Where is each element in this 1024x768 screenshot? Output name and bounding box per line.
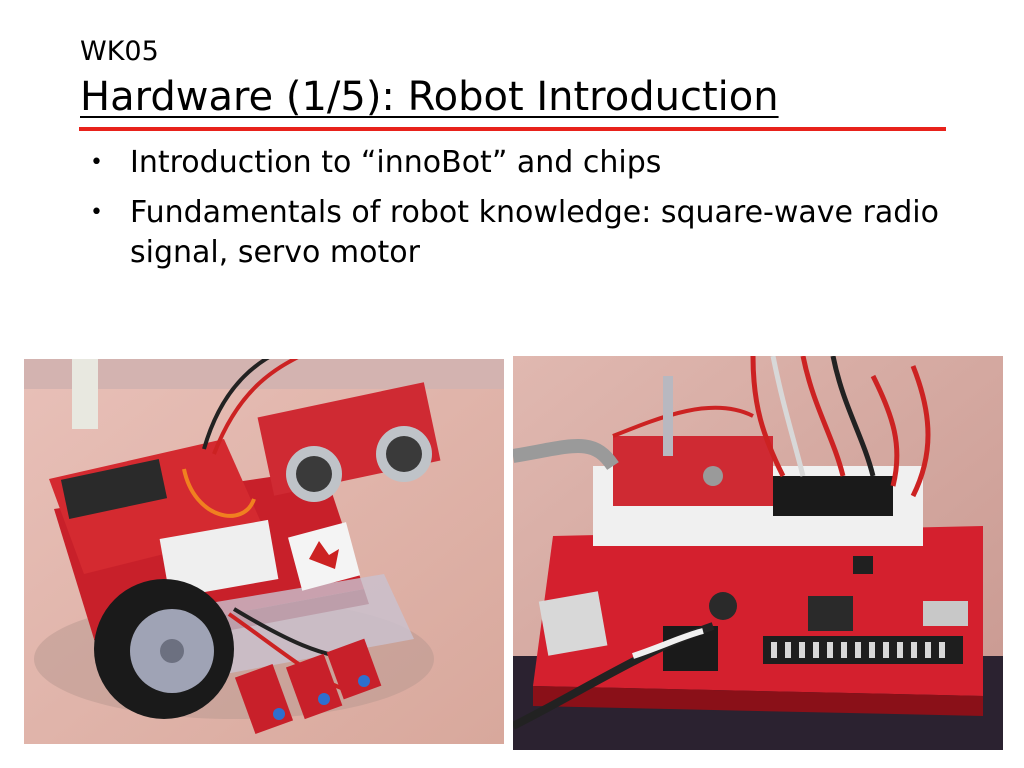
title-underline-rule: [79, 127, 946, 131]
bullet-dot-icon: •: [90, 150, 103, 175]
bullet-text: Fundamentals of robot knowledge: square-…: [130, 195, 939, 270]
bullet-dot-icon: •: [90, 200, 103, 225]
robot-photo-right: [513, 356, 1003, 750]
week-label: WK05: [80, 36, 159, 67]
robot-photo-left: [24, 359, 504, 744]
robot-illustration: [24, 359, 504, 744]
slide-header: WK05 Hardware (1/5): Robot Introduction: [80, 36, 779, 122]
slide-title: Hardware (1/5): Robot Introduction: [80, 74, 779, 120]
controller-board-illustration: [513, 356, 1003, 750]
bullet-text: Introduction to “innoBot” and chips: [130, 145, 662, 180]
bullet-item: • Introduction to “innoBot” and chips: [90, 143, 990, 183]
bullet-list: • Introduction to “innoBot” and chips • …: [90, 143, 990, 283]
bullet-item: • Fundamentals of robot knowledge: squar…: [90, 193, 990, 273]
